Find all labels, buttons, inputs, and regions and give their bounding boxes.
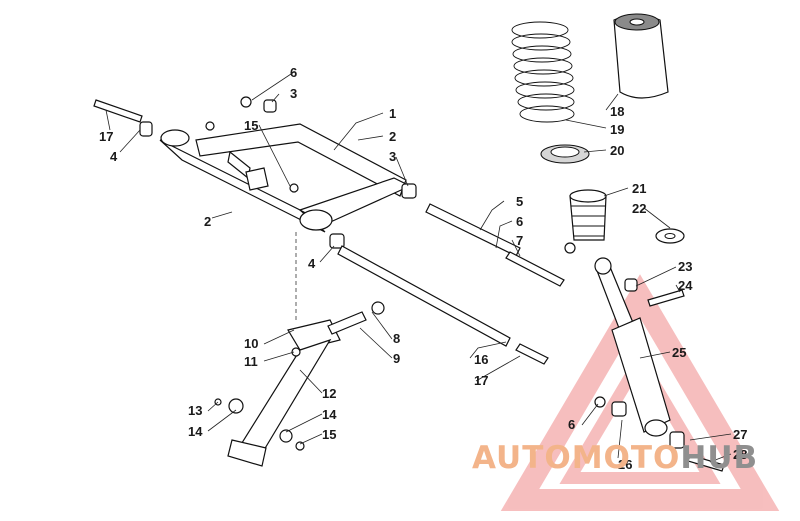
pivot-shafts [337,203,565,365]
callout-19: 19 [610,122,624,137]
logo-inner-triangle [559,348,721,484]
callout-21: 21 [632,181,646,196]
callout-15: 15 [244,118,258,133]
callout-18: 18 [610,104,624,119]
callout-3: 3 [290,86,297,101]
callout-13: 13 [188,403,202,418]
callout-15: 15 [322,427,336,442]
callout-17: 17 [474,373,488,388]
callout-4: 4 [110,149,118,164]
logo-outer-triangle [500,274,780,511]
callout-22: 22 [632,201,646,216]
callout-14: 14 [188,424,203,439]
shock-bolts [564,242,725,472]
shock-absorber [594,257,671,437]
coil-spring [511,21,575,123]
callout-3: 3 [389,149,396,164]
bump-stop-boot [613,13,669,99]
washer-22 [655,228,685,244]
callout-26: 26 [618,457,632,472]
callout-17: 17 [99,129,113,144]
callout-16: 16 [474,352,488,367]
callout-6: 6 [290,65,297,80]
swing-arm [159,123,412,233]
spring-seat [540,144,590,164]
watermark-part-hub: HUB [680,440,758,476]
swing-arm-hardware [93,96,417,249]
callout-28: 28 [733,447,747,462]
callout-labels: 1 2 2 3 3 4 4 5 6 6 6 7 8 9 10 11 12 13 … [99,65,747,472]
callout-9: 9 [393,351,400,366]
watermark-part-automoto: AUTOMOTO [472,440,680,476]
callout-2: 2 [389,129,396,144]
callout-1: 1 [389,106,396,121]
callout-6: 6 [516,214,523,229]
callout-24: 24 [678,278,693,293]
callout-8: 8 [393,331,400,346]
watermark-logo [500,274,780,511]
watermark-text: AUTOMOTOHUB [472,440,758,476]
callout-2: 2 [204,214,211,229]
callout-11: 11 [244,354,258,369]
callout-5: 5 [516,194,523,209]
shock-boot [569,189,607,241]
callout-4: 4 [308,256,316,271]
callout-20: 20 [610,143,624,158]
callout-12: 12 [322,386,336,401]
callout-27: 27 [733,427,747,442]
callout-7: 7 [516,233,523,248]
leader-lines [105,71,732,463]
callout-6: 6 [568,417,575,432]
callout-23: 23 [678,259,692,274]
callout-10: 10 [244,336,258,351]
callout-14: 14 [322,407,337,422]
lower-link-arm [214,301,385,467]
callout-25: 25 [672,345,686,360]
